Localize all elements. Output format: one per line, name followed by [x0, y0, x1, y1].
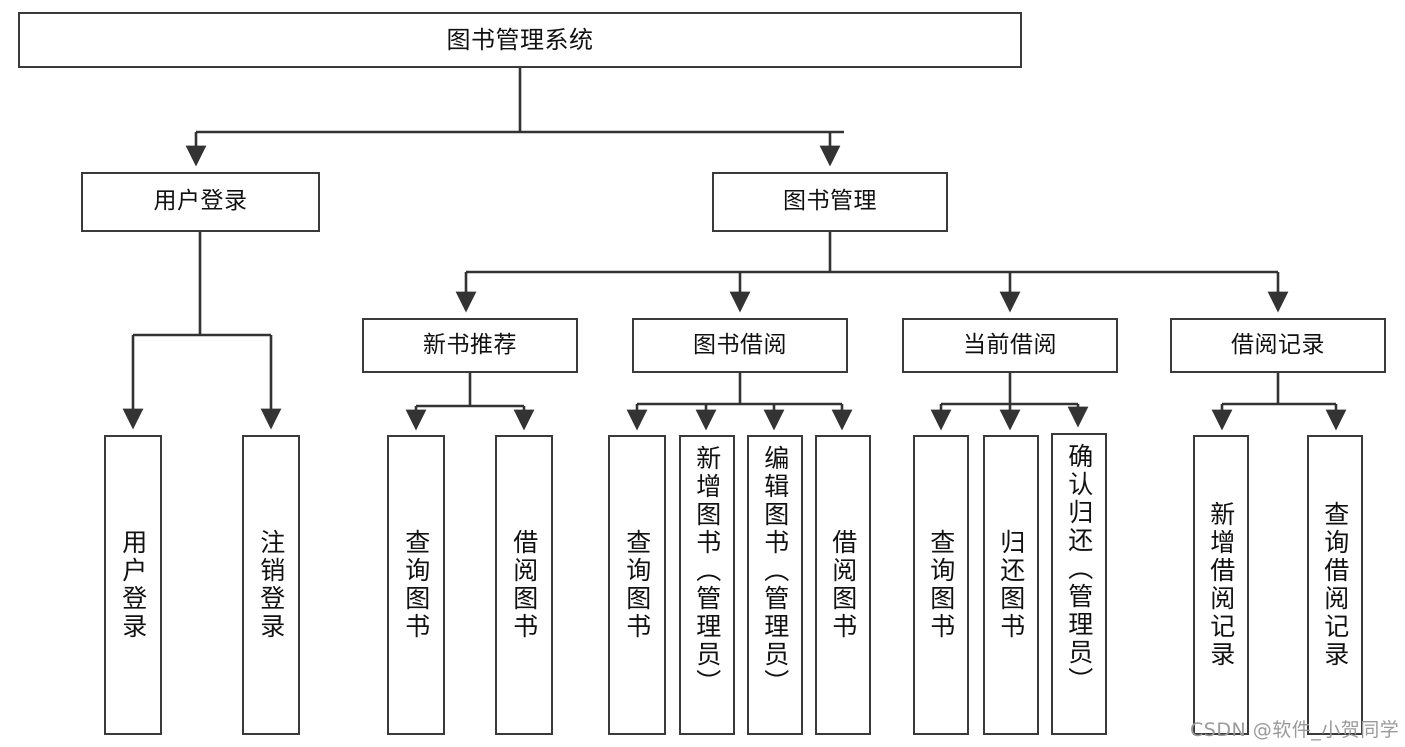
node-leaf-return-book[interactable]: 归还图书	[983, 435, 1039, 735]
node-leaf-add-record-label: 新增借阅记录	[1206, 501, 1236, 669]
node-leaf-add-record[interactable]: 新增借阅记录	[1193, 435, 1249, 735]
node-book-borrow-label: 图书借阅	[693, 331, 787, 358]
node-user-login[interactable]: 用户登录	[81, 172, 320, 232]
node-current-borrow-label: 当前借阅	[963, 331, 1057, 358]
node-leaf-add-book[interactable]: 新增图书（管理员）	[679, 435, 735, 735]
node-leaf-logout-label: 注销登录	[256, 529, 286, 641]
node-leaf-user-login-label: 用户登录	[118, 529, 148, 641]
node-leaf-add-book-label: 新增图书（管理员）	[692, 445, 722, 697]
node-book-manage[interactable]: 图书管理	[712, 172, 948, 232]
node-leaf-edit-book[interactable]: 编辑图书（管理员）	[747, 435, 803, 735]
node-leaf-return-book-label: 归还图书	[996, 529, 1026, 641]
node-leaf-query-book-1-label: 查询图书	[401, 529, 431, 641]
node-book-manage-label: 图书管理	[783, 188, 877, 215]
node-leaf-user-login[interactable]: 用户登录	[104, 435, 162, 735]
node-leaf-edit-book-label: 编辑图书（管理员）	[760, 445, 790, 697]
node-leaf-confirm-return-label: 确认归还（管理员）	[1064, 443, 1094, 695]
node-leaf-query-book-1[interactable]: 查询图书	[387, 435, 445, 735]
node-new-book-recommend[interactable]: 新书推荐	[362, 318, 578, 373]
node-current-borrow[interactable]: 当前借阅	[902, 318, 1118, 373]
node-leaf-query-record[interactable]: 查询借阅记录	[1307, 435, 1363, 735]
node-leaf-borrow-book-2-label: 借阅图书	[828, 529, 858, 641]
node-user-login-label: 用户登录	[153, 188, 248, 215]
node-leaf-query-book-2-label: 查询图书	[622, 529, 652, 641]
node-leaf-query-book-3[interactable]: 查询图书	[913, 435, 969, 735]
node-leaf-borrow-book-1[interactable]: 借阅图书	[495, 435, 553, 735]
node-leaf-logout[interactable]: 注销登录	[242, 435, 300, 735]
node-leaf-query-book-3-label: 查询图书	[926, 529, 956, 641]
node-leaf-query-book-2[interactable]: 查询图书	[608, 435, 666, 735]
node-new-book-recommend-label: 新书推荐	[423, 331, 517, 358]
node-leaf-borrow-book-1-label: 借阅图书	[509, 529, 539, 641]
node-leaf-confirm-return[interactable]: 确认归还（管理员）	[1051, 433, 1107, 735]
csdn-watermark: CSDN @软件_小贺同学	[1190, 719, 1400, 741]
node-book-borrow[interactable]: 图书借阅	[632, 318, 848, 373]
node-root-label: 图书管理系统	[446, 25, 594, 54]
node-root[interactable]: 图书管理系统	[18, 12, 1022, 68]
node-borrow-record[interactable]: 借阅记录	[1170, 318, 1386, 373]
node-leaf-borrow-book-2[interactable]: 借阅图书	[815, 435, 871, 735]
node-leaf-query-record-label: 查询借阅记录	[1320, 501, 1350, 669]
node-borrow-record-label: 借阅记录	[1231, 331, 1325, 358]
